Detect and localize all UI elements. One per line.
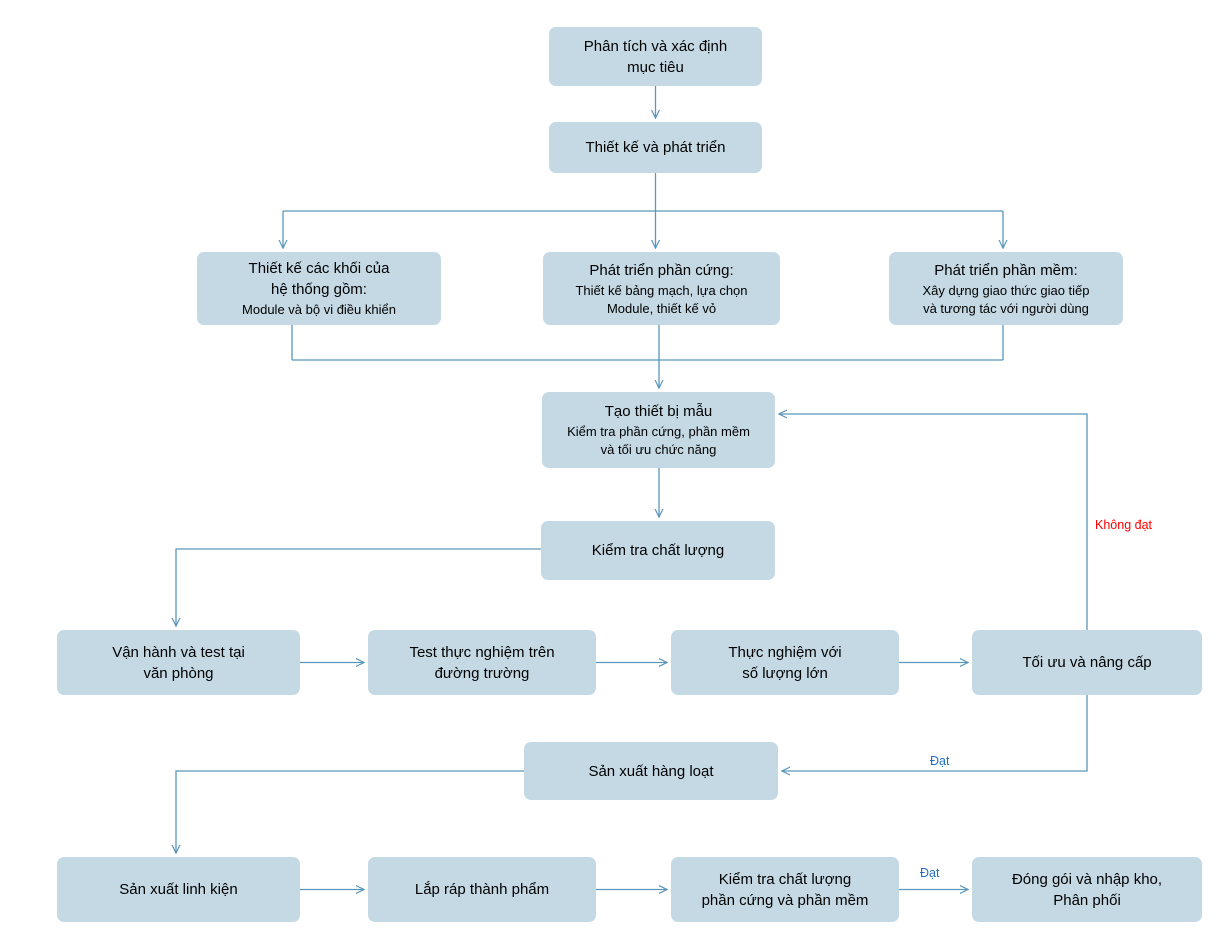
node-title: Sản xuất hàng loạt (588, 762, 714, 780)
node-title: Thiết kế các khối của hệ thống gồm: (248, 260, 390, 298)
node-title: Tạo thiết bị mẫu (604, 403, 713, 420)
node-phan-tich-va-xac-dinh-muc-tieu[interactable]: Phân tích và xác định mục tiêu (549, 27, 762, 86)
node-subtitle: Module và bộ vi điều khiển (242, 302, 396, 317)
node-title: Thiết kế và phát triển (585, 139, 726, 156)
node-test-thuc-nghiem-duong-truong[interactable]: Test thực nghiệm trên đường trường (368, 630, 596, 695)
node-subtitle: Xây dựng giao thức giao tiếp và tương tá… (922, 282, 1090, 316)
node-title: Sản xuất linh kiện (119, 881, 238, 898)
node-title: Phát triển phần cứng: (589, 261, 734, 279)
node-title: Tối ưu và nâng cấp (1022, 654, 1152, 671)
node-thuc-nghiem-so-luong-lon[interactable]: Thực nghiệm với số lượng lớn (671, 630, 899, 695)
node-title: Đóng gói và nhập kho, Phân phối (1011, 870, 1163, 909)
edge-label-dat-san-xuat: Đạt (930, 754, 950, 768)
node-phat-trien-phan-mem[interactable]: Phát triển phần mềm: Xây dựng giao thức … (889, 252, 1123, 325)
edge-kiem-tra-to-van-hanh (176, 548, 541, 626)
node-subtitle: Thiết kế bảng mạch, lựa chọn Module, thi… (575, 282, 748, 316)
node-title: Kiểm tra chất lượng (591, 542, 725, 559)
node-san-xuat-hang-loat[interactable]: Sản xuất hàng loạt (524, 742, 778, 800)
node-title: Phát triển phần mềm: (934, 261, 1078, 279)
edge-label-khong-dat: Không đạt (1095, 518, 1152, 532)
node-thiet-ke-cac-khoi-he-thong[interactable]: Thiết kế các khối của hệ thống gồm: Modu… (197, 252, 441, 325)
node-dong-goi-va-nhap-kho-phan-phoi[interactable]: Đóng gói và nhập kho, Phân phối (972, 857, 1202, 922)
node-title: Kiểm tra chất lượng phần cứng và phần mề… (701, 870, 869, 909)
edge-toi-uu-to-mau-fail (779, 414, 1088, 630)
node-kiem-tra-chat-luong[interactable]: Kiểm tra chất lượng (541, 521, 775, 580)
node-van-hanh-va-test-tai-van-phong[interactable]: Vận hành và test tại văn phòng (57, 630, 300, 695)
node-tao-thiet-bi-mau[interactable]: Tạo thiết bị mẫu Kiểm tra phần cứng, phầ… (542, 392, 775, 468)
node-lap-rap-thanh-pham[interactable]: Lắp ráp thành phẩm (368, 857, 596, 922)
node-title: Vận hành và test tại văn phòng (112, 643, 245, 682)
node-toi-uu-va-nang-cap[interactable]: Tối ưu và nâng cấp (972, 630, 1202, 695)
node-thiet-ke-va-phat-trien[interactable]: Thiết kế và phát triển (549, 122, 762, 173)
node-title: Thực nghiệm với số lượng lớn (728, 643, 842, 682)
edge-san-xuat-to-linh-kien (176, 770, 524, 853)
node-kiem-tra-chat-luong-phan-cung-phan-mem[interactable]: Kiểm tra chất lượng phần cứng và phần mề… (671, 857, 899, 922)
node-title: Phân tích và xác định mục tiêu (583, 37, 728, 76)
node-title: Test thực nghiệm trên đường trường (409, 643, 555, 682)
edge-label-dat-dong-goi: Đạt (920, 866, 940, 880)
node-title: Lắp ráp thành phẩm (414, 881, 550, 898)
node-san-xuat-linh-kien[interactable]: Sản xuất linh kiện (57, 857, 300, 922)
node-phat-trien-phan-cung[interactable]: Phát triển phần cứng: Thiết kế bảng mạch… (543, 252, 780, 325)
node-subtitle: Kiểm tra phần cứng, phần mềm và tối ưu c… (567, 424, 750, 457)
